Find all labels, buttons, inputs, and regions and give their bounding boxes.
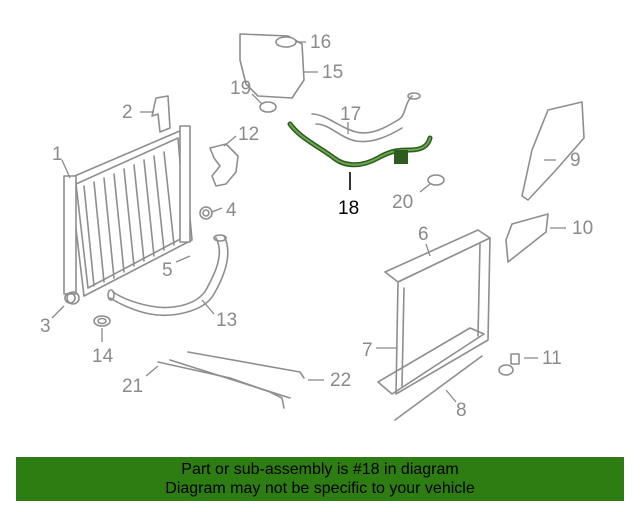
transmission-tube-part xyxy=(157,351,305,409)
lower-hose-part xyxy=(107,234,229,316)
clamp-part-14 xyxy=(93,315,111,327)
callout-19: 19 xyxy=(230,78,251,99)
callout-18-highlighted: 18 xyxy=(338,198,359,219)
banner-line-2: Diagram may not be specific to your vehi… xyxy=(165,480,475,497)
clamp-part-19 xyxy=(259,101,277,113)
callout-22: 22 xyxy=(330,370,351,391)
callout-9: 9 xyxy=(570,150,581,171)
callout-4: 4 xyxy=(226,200,237,221)
callout-11: 11 xyxy=(542,348,562,369)
callout-3: 3 xyxy=(40,316,51,337)
callout-8: 8 xyxy=(456,400,467,421)
air-deflector-part xyxy=(505,101,585,263)
fan-shroud-part xyxy=(377,229,491,421)
callout-6: 6 xyxy=(418,224,429,245)
radiator-part xyxy=(63,125,193,305)
clamp-part-20 xyxy=(427,174,445,186)
push-pin-part xyxy=(498,353,520,376)
callout-14: 14 xyxy=(92,346,114,367)
banner-line-1: Part or sub-assembly is #18 in diagram xyxy=(181,461,459,478)
drain-plug-part xyxy=(64,292,76,304)
leader-lines xyxy=(51,41,566,403)
callout-labels: 1 2 3 4 5 6 7 8 9 10 11 12 13 14 15 16 1… xyxy=(40,32,593,421)
callout-12: 12 xyxy=(238,124,259,145)
parts-diagram: 1 2 3 4 5 6 7 8 9 10 11 12 13 14 15 16 1… xyxy=(40,32,593,421)
bracket-part xyxy=(151,95,171,133)
callout-17: 17 xyxy=(340,104,361,125)
callout-2: 2 xyxy=(122,102,133,123)
callout-21: 21 xyxy=(122,376,143,397)
highlighted-hose-part xyxy=(287,121,433,168)
callout-16: 16 xyxy=(310,32,331,53)
coolant-reservoir-part xyxy=(239,33,305,99)
callout-1: 1 xyxy=(52,144,63,165)
callout-13: 13 xyxy=(216,310,237,331)
thermostat-housing-part xyxy=(209,143,239,187)
callout-20: 20 xyxy=(392,192,413,213)
callout-5: 5 xyxy=(162,260,173,281)
callout-7: 7 xyxy=(362,340,373,361)
part-notice-banner: Part or sub-assembly is #18 in diagram D… xyxy=(16,457,624,501)
upper-hose-part xyxy=(311,92,421,143)
callout-10: 10 xyxy=(572,218,593,239)
plug-part xyxy=(199,206,213,220)
callout-15: 15 xyxy=(322,62,343,83)
